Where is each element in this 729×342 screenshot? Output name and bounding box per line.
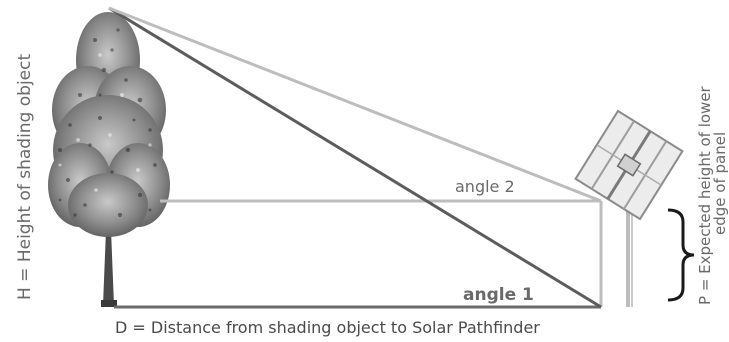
- solar-panel-icon: [574, 109, 684, 307]
- angle2-label: angle 2: [455, 177, 515, 196]
- angle1-label: angle 1: [463, 285, 534, 305]
- geometry-lines: [108, 6, 603, 309]
- angle2-line: [108, 6, 602, 203]
- distance-label: D = Distance from shading object to Sola…: [115, 318, 540, 337]
- panel-height-label-line2: edge of panel: [711, 132, 729, 235]
- curly-brace-icon: [667, 208, 695, 302]
- angle1-line: [108, 6, 602, 309]
- tree-icon: [48, 12, 170, 307]
- panel-height-label-line1: P = Expected height of lower: [696, 85, 714, 305]
- height-label: H = Height of shading object: [15, 54, 35, 300]
